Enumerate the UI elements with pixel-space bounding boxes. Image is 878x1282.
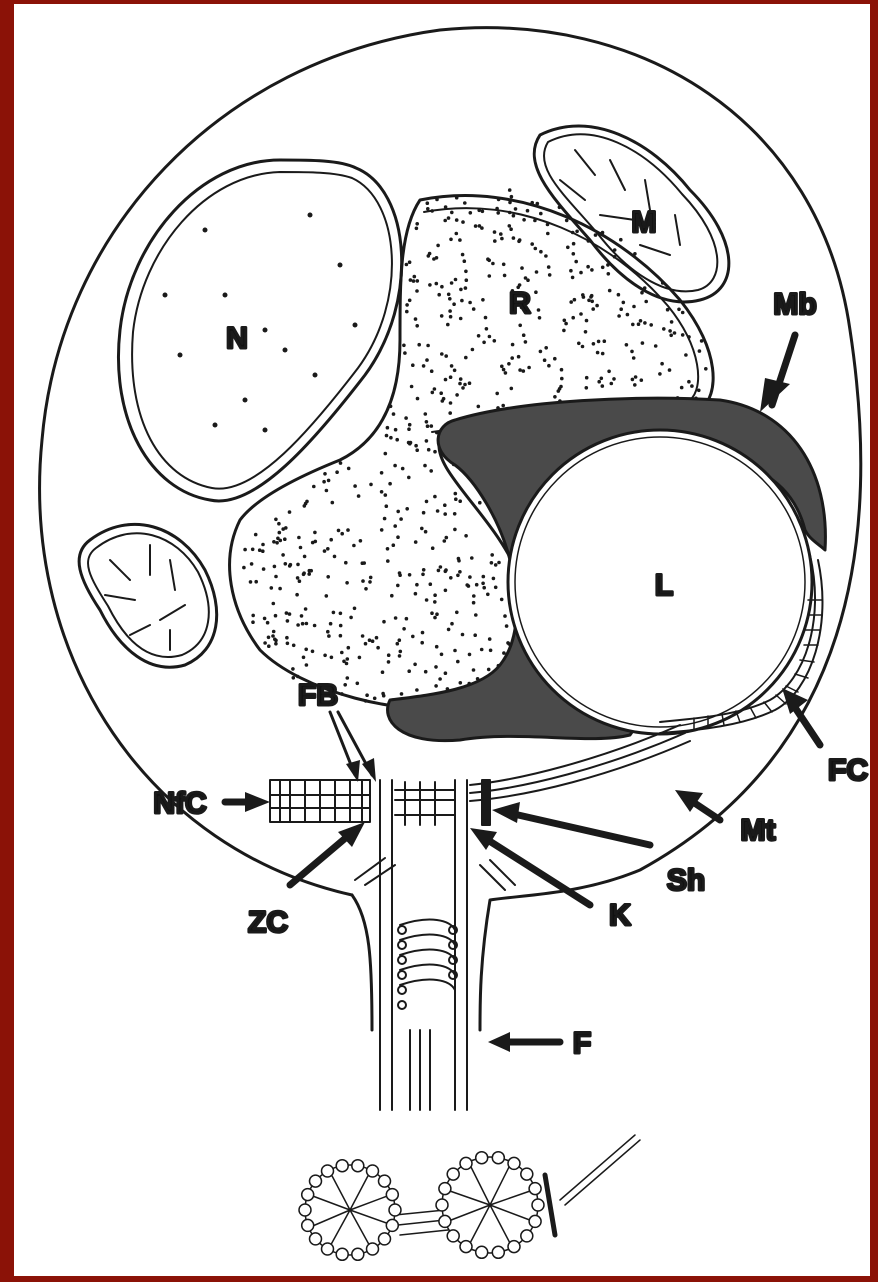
label-mt: Mt [741, 814, 776, 847]
nucleus [118, 160, 401, 501]
label-r: R [509, 287, 531, 320]
label-mb: Mb [773, 288, 816, 321]
label-m: M [632, 206, 657, 239]
label-nfc: NfC [153, 787, 206, 820]
cell-outline-left-neck [352, 895, 372, 1030]
label-k: K [609, 899, 631, 932]
arrow-sh [505, 812, 650, 845]
label-n: N [226, 322, 248, 355]
label-f: F [573, 1027, 591, 1060]
label-fc: FC [828, 754, 868, 787]
label-l: L [655, 569, 673, 602]
mitochondrion-lower [79, 524, 217, 667]
label-fb: FB [298, 679, 338, 712]
label-sh: Sh [667, 864, 705, 897]
label-zc: ZC [248, 906, 288, 939]
cross-section [299, 1135, 640, 1260]
